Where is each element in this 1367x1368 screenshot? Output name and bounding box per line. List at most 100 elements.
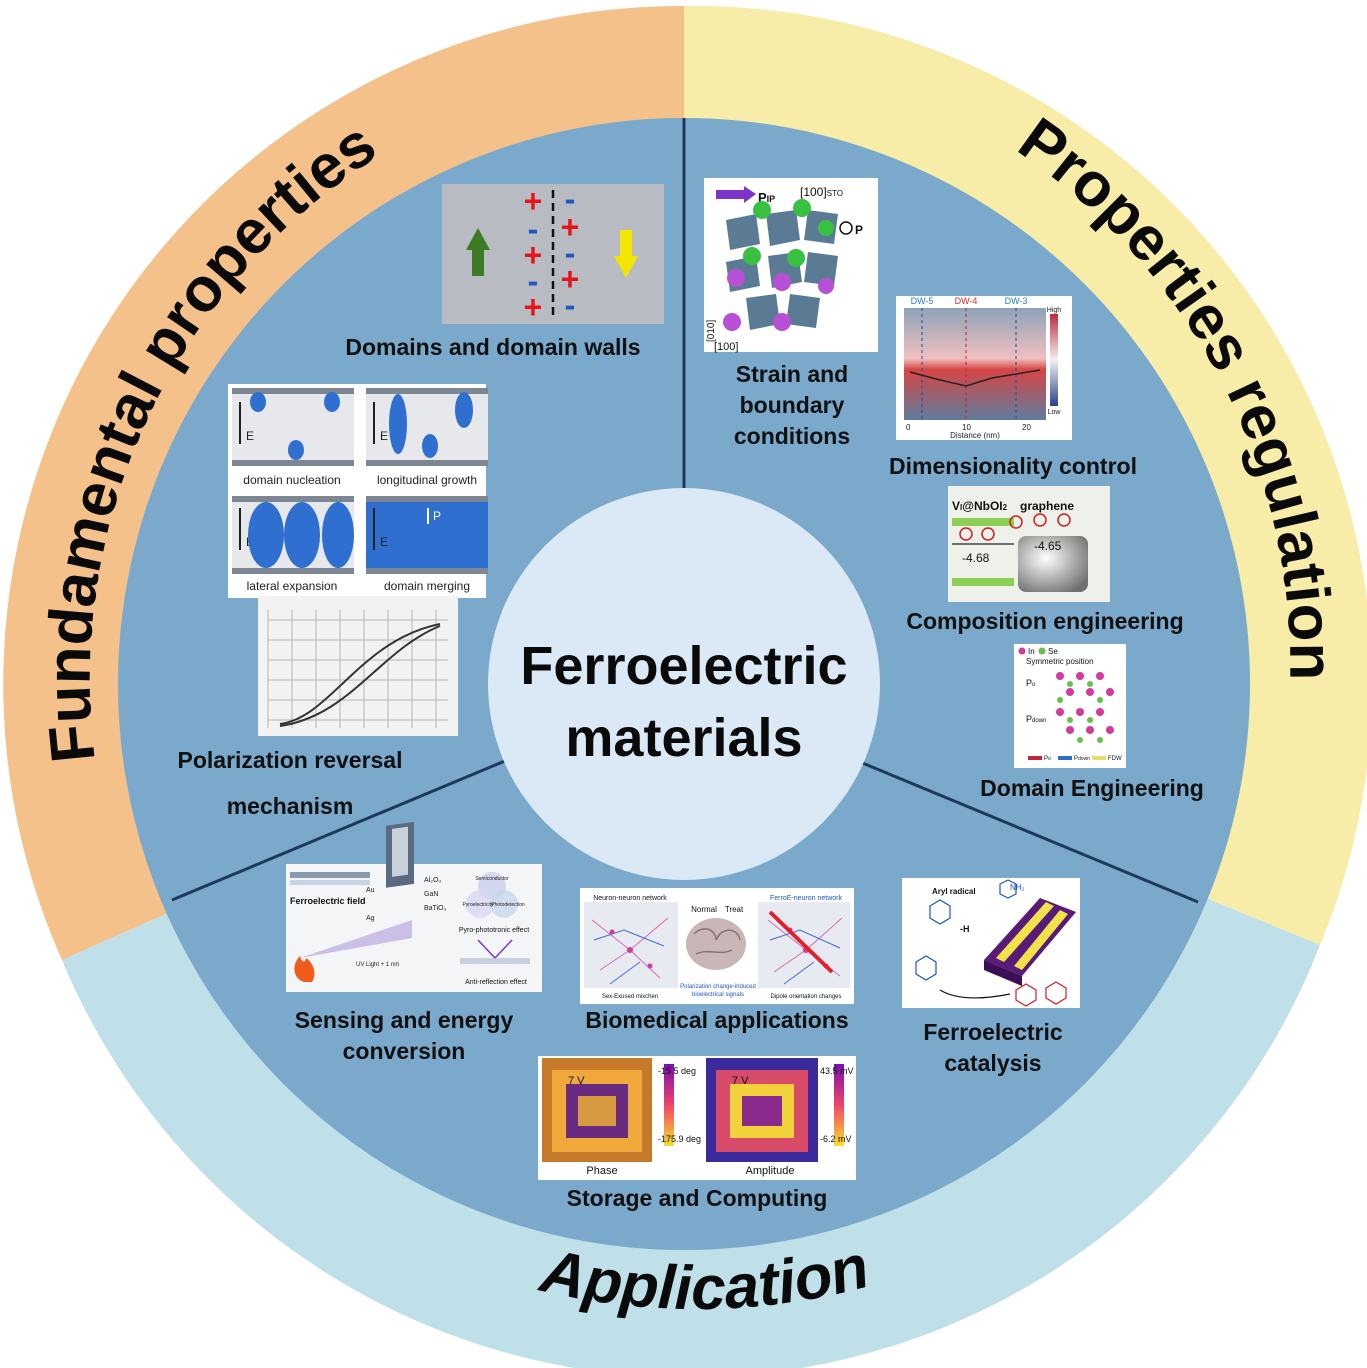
domain-eng-thumbnail: In Se Symmetric position Po Pdown Po Pdo… — [1014, 644, 1126, 768]
caption-nucleation: domain nucleation — [243, 473, 340, 487]
label-sensing-line2: conversion — [343, 1038, 466, 1064]
dim-high: High — [1047, 307, 1062, 314]
p-label-merging: P — [433, 509, 441, 523]
se-field: Ferroelectric field — [290, 896, 366, 906]
bio-treat: Treat — [725, 905, 744, 914]
comp-b: graphene — [1020, 499, 1074, 513]
comp-v2: -4.65 — [1034, 539, 1062, 553]
se-anti: Anti-reflection effect — [465, 979, 527, 986]
se-uv: UV Light + 1 nm — [356, 962, 399, 968]
bio-normal: Normal — [691, 905, 717, 914]
label-domain-eng: Domain Engineering — [980, 775, 1204, 801]
center-title-line2: materials — [565, 708, 802, 768]
dw4-label: DW-4 — [955, 296, 978, 306]
hysteresis-thumbnail — [258, 596, 458, 736]
dim-tick-10: 10 — [962, 423, 971, 432]
label-catalysis-line1: Ferroelectric — [923, 1019, 1063, 1045]
bio-cap1: Polarization change-induced — [680, 984, 756, 990]
se-pyro: Pyroelectricity — [462, 902, 494, 908]
cat-h: -H — [960, 924, 970, 934]
label-sensing-line1: Sensing and energy — [295, 1007, 514, 1033]
biomedical-thumbnail: Neuron-neuron network FerroE-neuron netw… — [580, 888, 854, 1004]
hysteresis-branch-lower — [279, 625, 441, 727]
label-strain-line1: Strain and — [736, 361, 848, 387]
se-ag: Ag — [366, 915, 375, 922]
flame-icon — [294, 956, 315, 982]
label-dimensionality: Dimensionality control — [889, 453, 1137, 479]
se-photo: Photodetection — [491, 902, 525, 908]
storage-thumbnail: 7 V -15.5 deg -175.9 deg Phase 7 V 43.5 … — [538, 1056, 856, 1180]
e-field-1: E — [246, 429, 254, 443]
dim-axis-label: Distance (nm) — [950, 431, 1000, 440]
bio-left: Neuron-neuron network — [593, 895, 667, 902]
label-biomedical: Biomedical applications — [585, 1007, 848, 1033]
panel-longitudinal: E longitudinal growth — [366, 388, 488, 487]
dw-plus-2: + — [561, 209, 580, 245]
dimensionality-thumbnail: DW-5 DW-4 DW-3 High Low 0 10 20 Distance… — [896, 296, 1072, 440]
caption-lateral: lateral expansion — [247, 579, 338, 593]
label-strain-line3: conditions — [734, 423, 850, 449]
brain-icon — [686, 918, 746, 970]
label-catalysis-line2: catalysis — [944, 1050, 1041, 1076]
dw-minus-4: - — [528, 263, 539, 299]
bio-right: FerroE-neuron network — [770, 895, 842, 902]
se-semi: Semiconductor — [475, 876, 509, 882]
sector-dividers — [171, 118, 1199, 904]
up-arrow-green — [472, 248, 484, 276]
hysteresis-branch-upper — [279, 623, 441, 725]
se-gan: GaN — [424, 891, 438, 898]
dw-minus-3: - — [565, 235, 576, 271]
dw3-label: DW-3 — [1005, 296, 1028, 306]
e-field-2: E — [380, 429, 388, 443]
strain-100-top: [100]STO — [800, 185, 843, 199]
dw-plus-5: + — [524, 289, 543, 325]
caption-merging: domain merging — [384, 579, 470, 593]
comp-a: VI@NbOI2 — [952, 499, 1008, 513]
caption-longitudinal: longitudinal growth — [377, 473, 477, 487]
strain-thumbnail: PIP [100]STO P [010] [100] — [704, 178, 878, 353]
divider-right — [859, 760, 1199, 904]
dw5-label: DW-5 — [911, 296, 934, 306]
de-se: Se — [1048, 647, 1058, 656]
st-am-min: -6.2 mV — [820, 1134, 852, 1144]
center-title-line1: Ferroelectric — [520, 636, 847, 696]
divider-left — [171, 756, 513, 902]
st-phase: Phase — [586, 1165, 617, 1177]
bio-cap2: bioelectrical signals — [692, 992, 744, 998]
cat-radical: Aryl radical — [932, 887, 976, 896]
center-disc — [488, 488, 880, 880]
se-au: Au — [366, 887, 375, 894]
st-am-max: 43.5 mV — [820, 1066, 854, 1076]
se-pyro-effect: Pyro-phototronic effect — [459, 927, 529, 934]
st-ph-min: -175.9 deg — [658, 1134, 701, 1144]
de-leg1: Po — [1044, 756, 1051, 762]
dim-low: Low — [1048, 409, 1062, 416]
domains-thumbnail: + - - + + - - + + - — [442, 181, 664, 325]
bio-left-cap: Sex-Exused mixchen — [602, 994, 658, 1000]
se-bto: BaTiO₃ — [424, 905, 447, 912]
strain-pip: PIP — [758, 190, 775, 205]
down-arrow-yellow-head — [614, 256, 638, 278]
dw-minus-2: - — [528, 211, 539, 247]
up-arrow-green-head — [466, 228, 490, 250]
catalysis-thumbnail: Aryl radical NH₂ -H — [902, 878, 1080, 1008]
dw-plus-3: + — [524, 237, 543, 273]
label-strain-line2: boundary — [740, 392, 845, 418]
de-leg3: FDW — [1108, 756, 1122, 762]
st-v-phase: 7 V — [568, 1075, 585, 1087]
dw-minus-1: - — [565, 181, 576, 217]
de-in: In — [1028, 647, 1035, 656]
sensing-thumbnail: Ferroelectric field Au Ag Al₂O₃ GaN BaTi… — [286, 821, 542, 992]
de-sym: Symmetric position — [1026, 657, 1094, 666]
de-leg2: Pdown — [1074, 756, 1090, 762]
panel-lateral: E lateral expansion — [232, 496, 354, 593]
dim-tick-20: 20 — [1022, 423, 1031, 432]
dw-minus-5: - — [565, 287, 576, 323]
panel-nucleation: E domain nucleation — [232, 388, 354, 487]
st-v-amp: 7 V — [732, 1075, 749, 1087]
dw-plus-1: + — [524, 183, 543, 219]
de-p1: Po — [1026, 678, 1036, 688]
strain-p: P — [855, 223, 863, 237]
composition-thumbnail: VI@NbOI2 graphene -4.68 -4.65 — [948, 486, 1110, 602]
strain-010: [010] — [706, 320, 717, 342]
